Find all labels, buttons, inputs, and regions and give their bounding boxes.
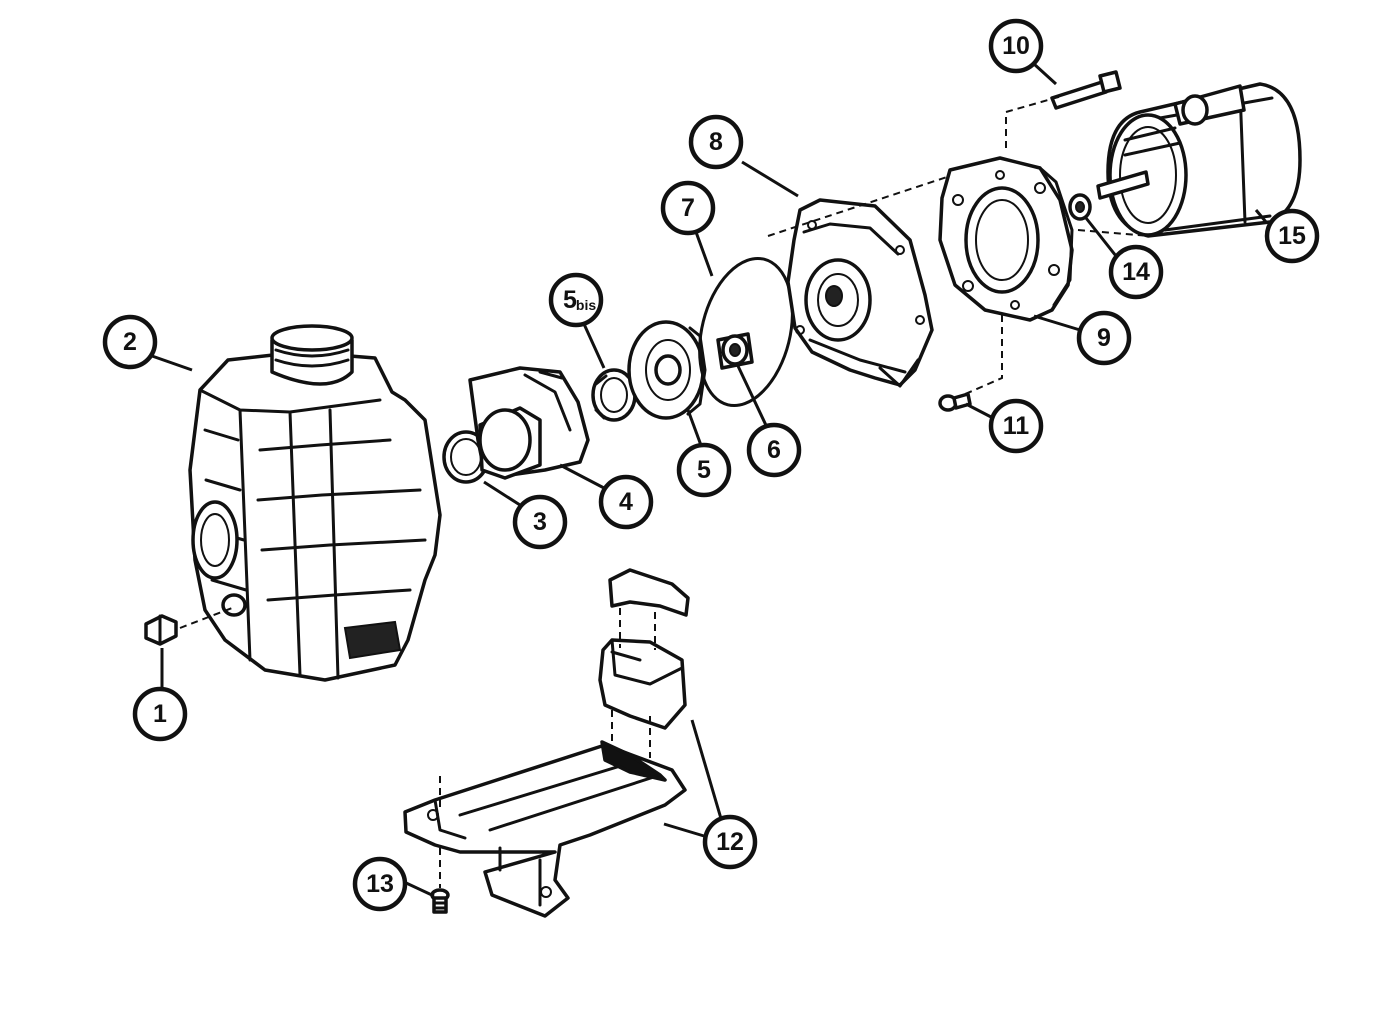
callout-5bis: 5 bis: [548, 272, 604, 328]
callout-6-label: 6: [767, 436, 781, 464]
callout-4-label: 4: [619, 488, 633, 516]
callout-9: 9: [1076, 310, 1132, 366]
callout-14: 14: [1108, 244, 1164, 300]
callout-14-label: 14: [1122, 258, 1150, 286]
callout-15: 15: [1264, 208, 1320, 264]
callout-7: 7: [660, 180, 716, 236]
callout-13: 13: [352, 856, 408, 912]
callout-15-label: 15: [1278, 222, 1306, 250]
drain-plug: [144, 614, 178, 646]
callout-13-label: 13: [366, 870, 394, 898]
callout-10-label: 10: [1002, 32, 1030, 60]
motor-base: [403, 568, 690, 918]
wear-ring: [591, 368, 637, 422]
callout-8-label: 8: [709, 128, 723, 156]
mechanical-seal: [716, 332, 754, 370]
gasket: [698, 256, 794, 408]
callout-5bis-label: 5: [563, 286, 577, 314]
callout-8: 8: [688, 114, 744, 170]
seal-plate: [786, 198, 934, 388]
callout-7-label: 7: [681, 194, 695, 222]
adapter-flange: [938, 156, 1074, 322]
callout-1-label: 1: [153, 700, 167, 728]
short-bolt: [938, 392, 972, 412]
callout-4: 4: [598, 474, 654, 530]
callout-12-label: 12: [716, 828, 744, 856]
callout-5: 5: [676, 442, 732, 498]
base-screw: [430, 888, 450, 914]
callout-3-label: 3: [533, 508, 547, 536]
long-bolt: [1050, 70, 1122, 110]
callout-5-label: 5: [697, 456, 711, 484]
callout-11: 11: [988, 398, 1044, 454]
callout-9-label: 9: [1097, 324, 1111, 352]
callout-10: 10: [988, 18, 1044, 74]
impeller: [627, 320, 707, 420]
callout-5bis-sub: bis: [576, 297, 596, 313]
pump-housing: [188, 324, 442, 682]
washer: [1068, 193, 1092, 221]
leader-lines: [151, 62, 1268, 898]
callout-6: 6: [746, 422, 802, 478]
callout-2-label: 2: [123, 328, 137, 356]
diffuser: [468, 366, 590, 480]
assembly-lines: [179, 95, 1151, 888]
electric-motor: [1096, 82, 1302, 238]
callout-3: 3: [512, 494, 568, 550]
callout-1: 1: [132, 686, 188, 742]
callout-12: 12: [702, 814, 758, 870]
callout-11-label: 11: [1003, 412, 1030, 440]
callout-2: 2: [102, 314, 158, 370]
